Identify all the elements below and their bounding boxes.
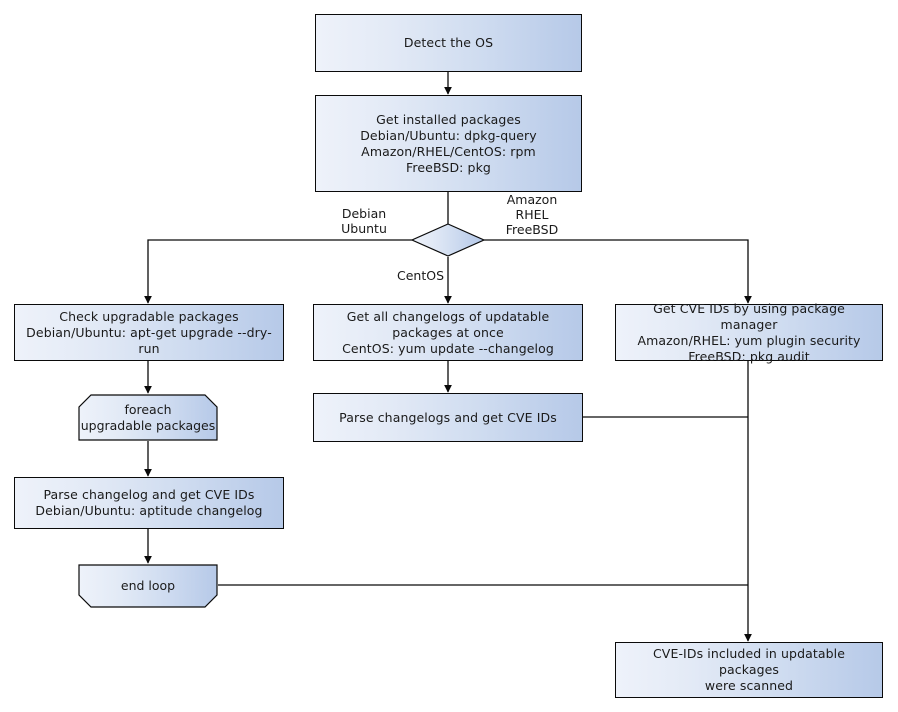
node-detect-os-label: Detect the OS xyxy=(403,35,494,50)
loop-start-shape-icon xyxy=(78,394,218,441)
edge-label-amazon-rhel-freebsd: Amazon RHEL FreeBSD xyxy=(505,192,559,237)
edge-decision-debian xyxy=(144,239,412,304)
edge-decision-rpm xyxy=(484,239,752,304)
node-foreach-loop[interactable]: foreach upgradable packages xyxy=(78,394,218,441)
diamond-icon xyxy=(410,223,486,257)
node-parse-changelog-debian[interactable]: Parse changelog and get CVE IDs Debian/U… xyxy=(14,477,284,529)
node-get-all-changelogs-label: Get all changelogs of updatable packages… xyxy=(342,308,554,356)
node-get-all-changelogs[interactable]: Get all changelogs of updatable packages… xyxy=(313,304,583,361)
node-get-installed-packages[interactable]: Get installed packages Debian/Ubuntu: dp… xyxy=(315,95,582,192)
edge-label-centos: CentOS xyxy=(396,268,444,283)
node-foreach-loop-label: foreach upgradable packages xyxy=(80,401,216,433)
loop-end-shape-icon xyxy=(78,564,218,608)
node-os-decision[interactable] xyxy=(410,222,486,258)
node-get-cve-ids-package-manager[interactable]: Get CVE IDs by using package manager Ama… xyxy=(615,301,883,364)
node-end-loop-label: end loop xyxy=(120,578,176,593)
node-parse-changelog-debian-label: Parse changelog and get CVE IDs Debian/U… xyxy=(35,487,263,518)
node-parse-changelogs-centos-label: Parse changelogs and get CVE IDs xyxy=(339,409,557,425)
node-result[interactable]: CVE-IDs included in updatable packages w… xyxy=(615,642,883,698)
node-parse-changelogs-centos[interactable]: Parse changelogs and get CVE IDs xyxy=(313,393,583,442)
node-end-loop[interactable]: end loop xyxy=(78,564,218,608)
node-get-cve-ids-package-manager-label: Get CVE IDs by using package manager Ama… xyxy=(637,300,861,364)
node-get-installed-packages-label: Get installed packages Debian/Ubuntu: dp… xyxy=(360,111,537,175)
node-result-label: CVE-IDs included in updatable packages w… xyxy=(652,646,846,693)
node-detect-os[interactable]: Detect the OS xyxy=(315,14,582,72)
node-check-upgradable-packages[interactable]: Check upgradable packages Debian/Ubuntu:… xyxy=(14,304,284,361)
node-check-upgradable-packages-label: Check upgradable packages Debian/Ubuntu:… xyxy=(26,308,272,356)
edge-label-debian-ubuntu: Debian Ubuntu xyxy=(341,206,387,236)
